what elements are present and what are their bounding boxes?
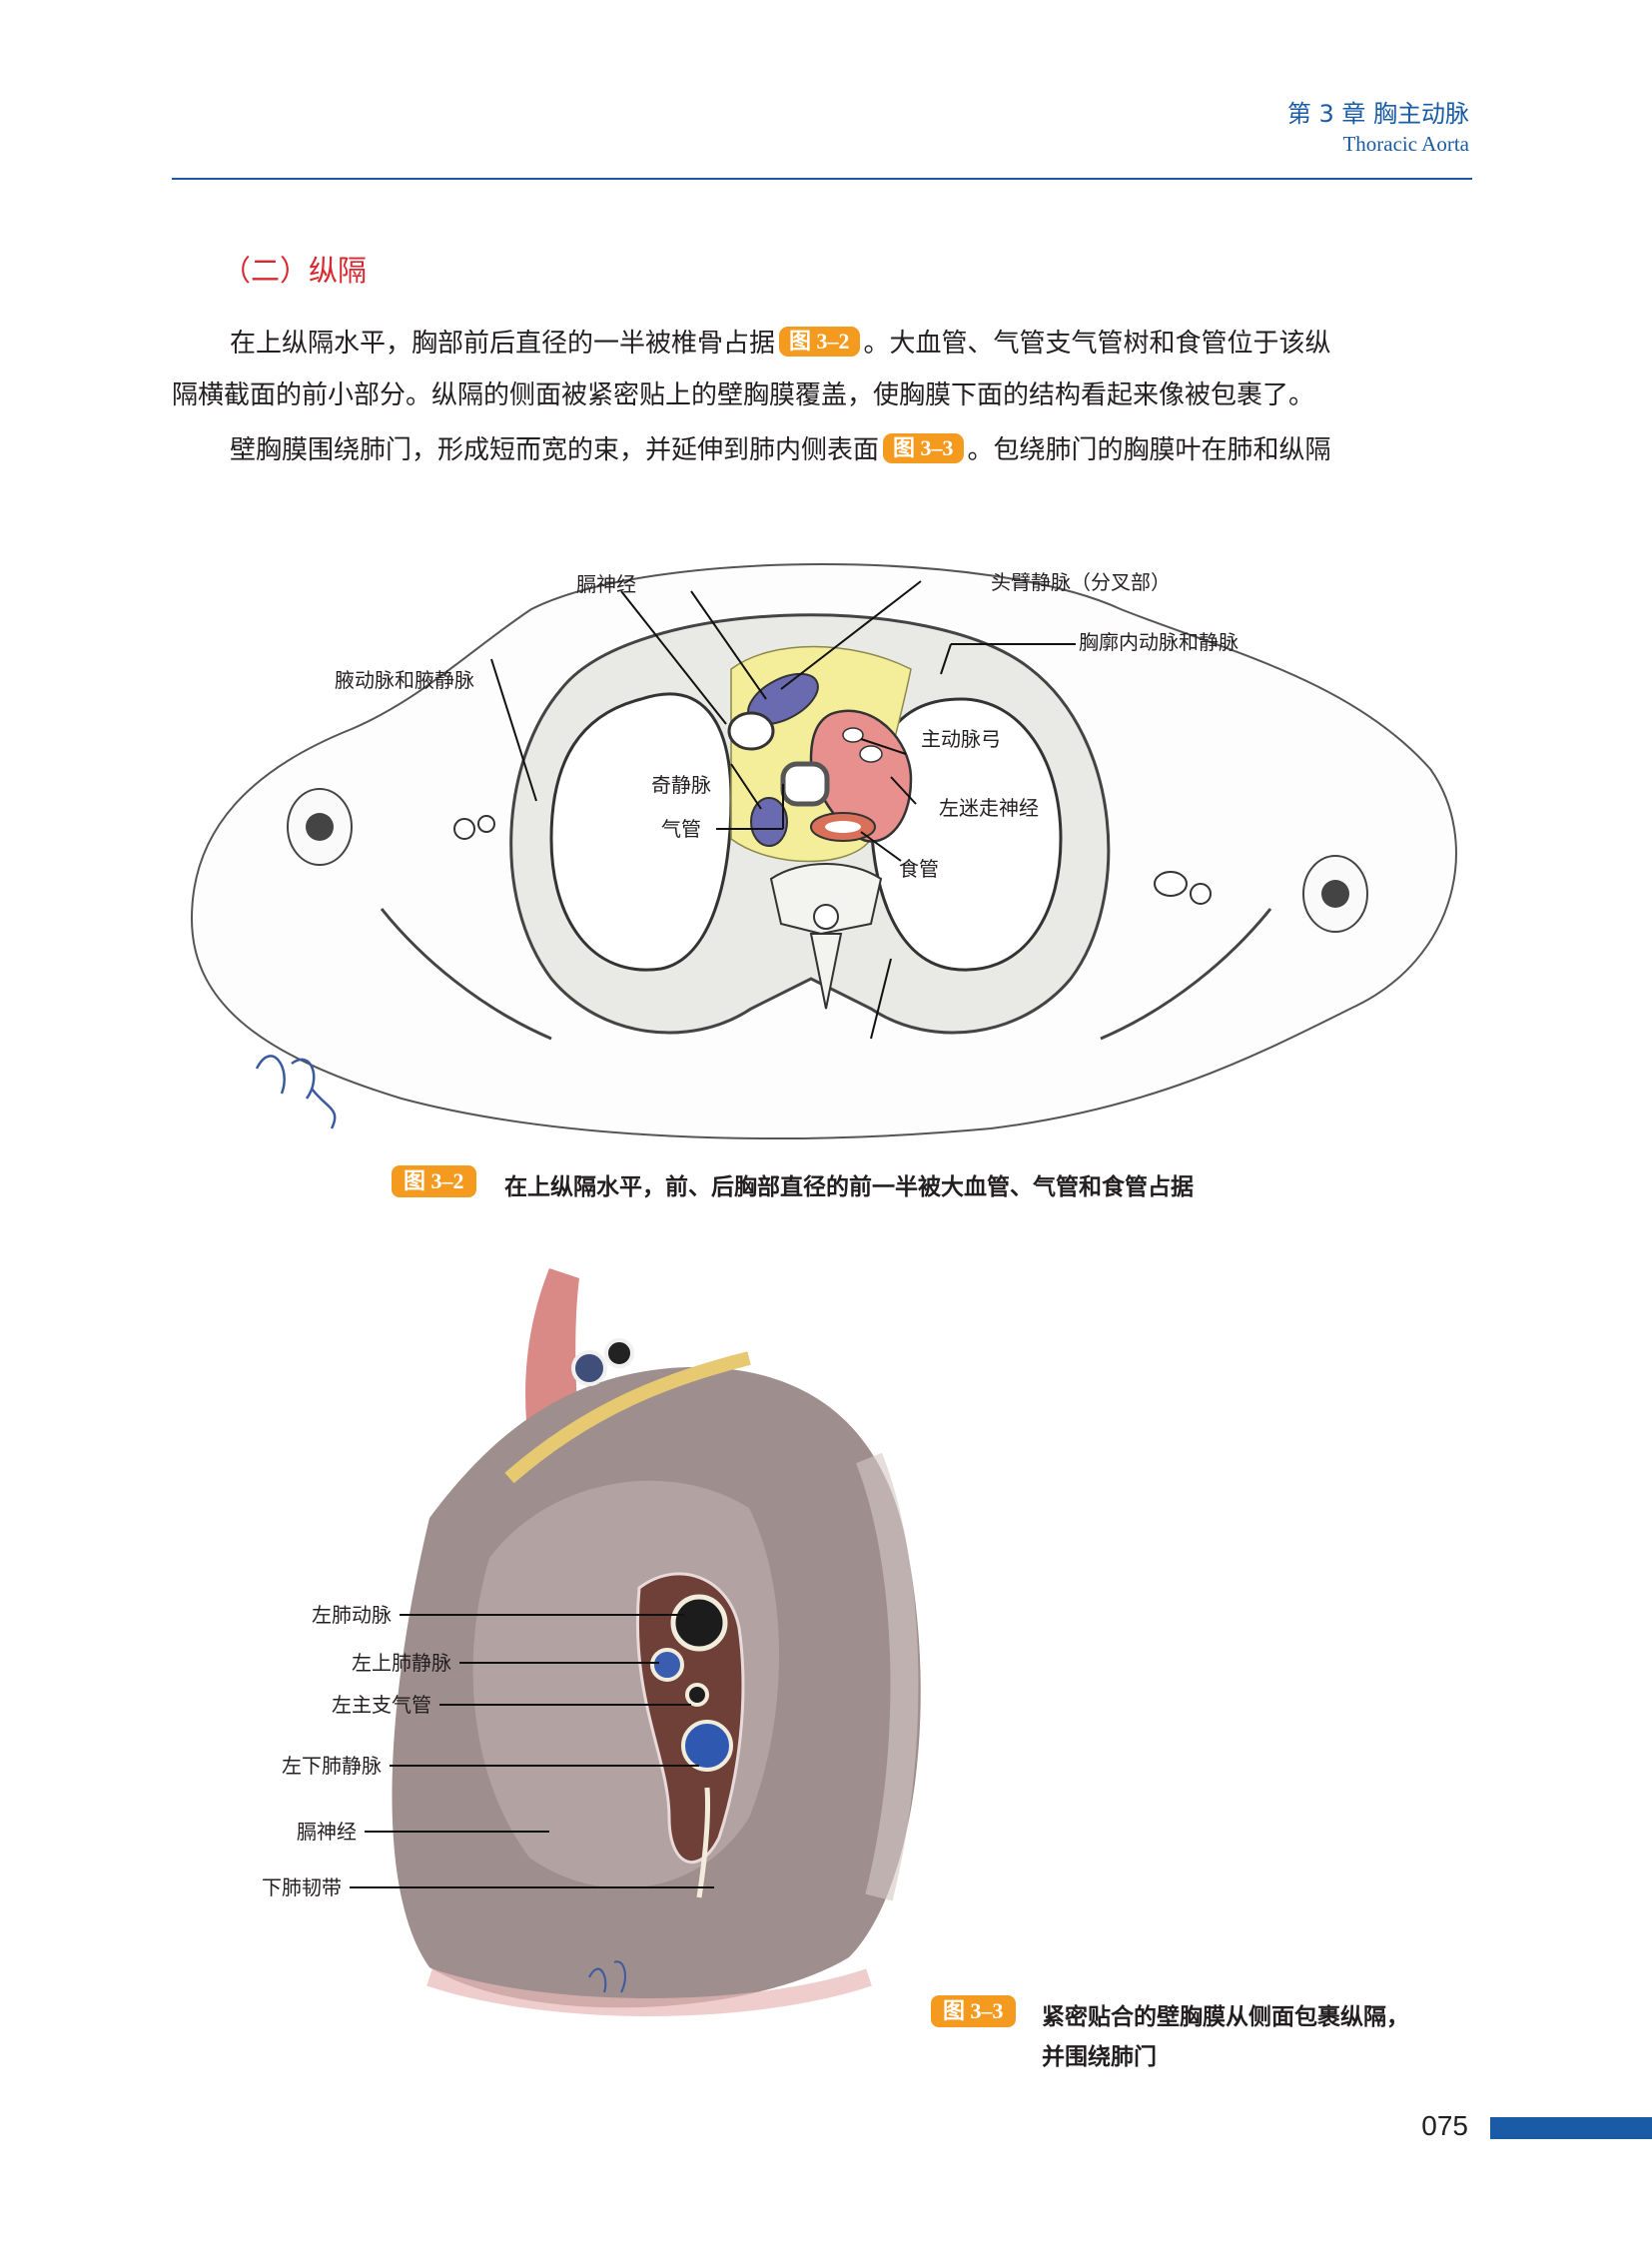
label-phrenic-nerve-2: 膈神经	[297, 1820, 357, 1844]
label-brachiocephalic-vein: 头臂静脉（分叉部）	[991, 570, 1171, 594]
header-rule	[172, 178, 1472, 180]
figure-3-2-tag: 图 3–2	[392, 1165, 476, 1197]
body-paragraph-1: 在上纵隔水平，胸部前后直径的一半被椎骨占据图 3–2。大血管、气管支气管树和食管…	[172, 318, 1472, 421]
running-header-chapter-en: Thoracic Aorta	[1342, 132, 1469, 156]
page-number: 075	[1421, 2110, 1468, 2141]
label-internal-thoracic: 胸廓内动脉和静脉	[1079, 630, 1239, 654]
figure-3-3-caption-line-1: 紧密贴合的壁胸膜从侧面包裹纵隔，	[1042, 2004, 1409, 2030]
figure-ref-3-2[interactable]: 图 3–2	[779, 327, 860, 357]
label-phrenic-nerve: 膈神经	[576, 572, 636, 596]
running-header-chapter: 第 3 章 胸主动脉	[1286, 100, 1469, 128]
label-aortic-arch: 主动脉弓	[921, 727, 1001, 751]
label-left-inferior-pulmonary-vein: 左下肺静脉	[282, 1754, 382, 1778]
figure-3-2-caption: 在上纵隔水平，前、后胸部直径的前一半被大血管、气管和食管占据	[504, 1174, 1194, 1200]
label-trachea: 气管	[661, 817, 701, 841]
artist-signature-2	[588, 1960, 626, 1993]
label-esophagus: 食管	[899, 857, 939, 881]
section-heading: （二）纵隔	[222, 254, 368, 288]
figure-3-2-illustration: 膈神经 头臂静脉（分叉部） 胸廓内动脉和静脉 腋动脉和腋静脉 主动脉弓 奇静脉 …	[190, 563, 1457, 1139]
label-inferior-pulmonary-ligament: 下肺韧带	[262, 1875, 342, 1899]
body-paragraph-2: 壁胸膜围绕肺门，形成短而宽的束，并延伸到肺内侧表面图 3–3。包绕肺门的胸膜叶在…	[230, 433, 1331, 465]
figure-ref-3-3[interactable]: 图 3–3	[883, 433, 964, 463]
figure-3-3-tag: 图 3–3	[931, 1995, 1016, 2027]
label-vagus: 左迷走神经	[939, 796, 1039, 820]
label-left-superior-pulmonary-vein: 左上肺静脉	[352, 1651, 451, 1675]
body-paragraph-1-line-2: 隔横截面的前小部分。纵隔的侧面被紧密贴上的壁胸膜覆盖，使胸膜下面的结构看起来像被…	[172, 380, 1315, 410]
figure-3-3-caption-line-2: 并围绕肺门	[1042, 2044, 1157, 2070]
label-azygos: 奇静脉	[651, 773, 711, 797]
label-left-pulmonary-artery: 左肺动脉	[312, 1603, 392, 1627]
figure-3-3-illustration: 左肺动脉 左上肺静脉 左主支气管 左下肺静脉 膈神经 下肺韧带	[262, 1268, 921, 2016]
right-lung-space	[549, 692, 733, 972]
aortic-arch	[809, 709, 913, 843]
label-axillary: 腋动脉和腋静脉	[335, 668, 474, 692]
page-number-bar	[1490, 2117, 1652, 2139]
label-left-main-bronchus: 左主支气管	[332, 1693, 431, 1717]
azygos-vein	[750, 797, 788, 847]
trachea	[780, 761, 830, 807]
artist-signature	[255, 1055, 337, 1129]
